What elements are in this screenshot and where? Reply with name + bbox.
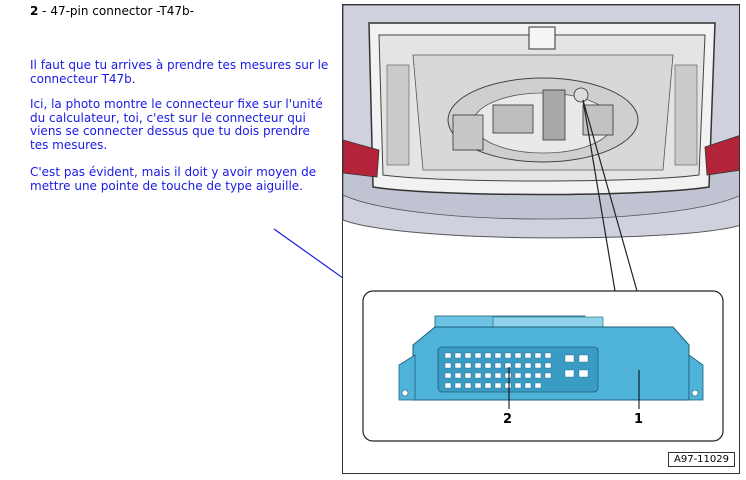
- note-paragraph-3: C'est pas évident, mais il doit y avoir …: [30, 165, 317, 193]
- section-number: 2: [30, 4, 39, 18]
- callout-2: 2: [503, 412, 513, 427]
- technical-figure: 2 1 A97-11029: [342, 4, 740, 474]
- trunk-illustration: [343, 5, 739, 442]
- section-heading: 47-pin connector -T47b-: [50, 4, 194, 18]
- title-separator: -: [38, 4, 51, 18]
- note-paragraph-2: Ici, la photo montre le connecteur fixe …: [30, 97, 323, 152]
- section-title: 2 - 47-pin connector -T47b-: [30, 4, 194, 18]
- note-paragraph-1: Il faut que tu arrives à prendre tes mes…: [30, 58, 329, 86]
- figure-id-label: A97-11029: [668, 452, 735, 467]
- callout-1: 1: [634, 412, 644, 427]
